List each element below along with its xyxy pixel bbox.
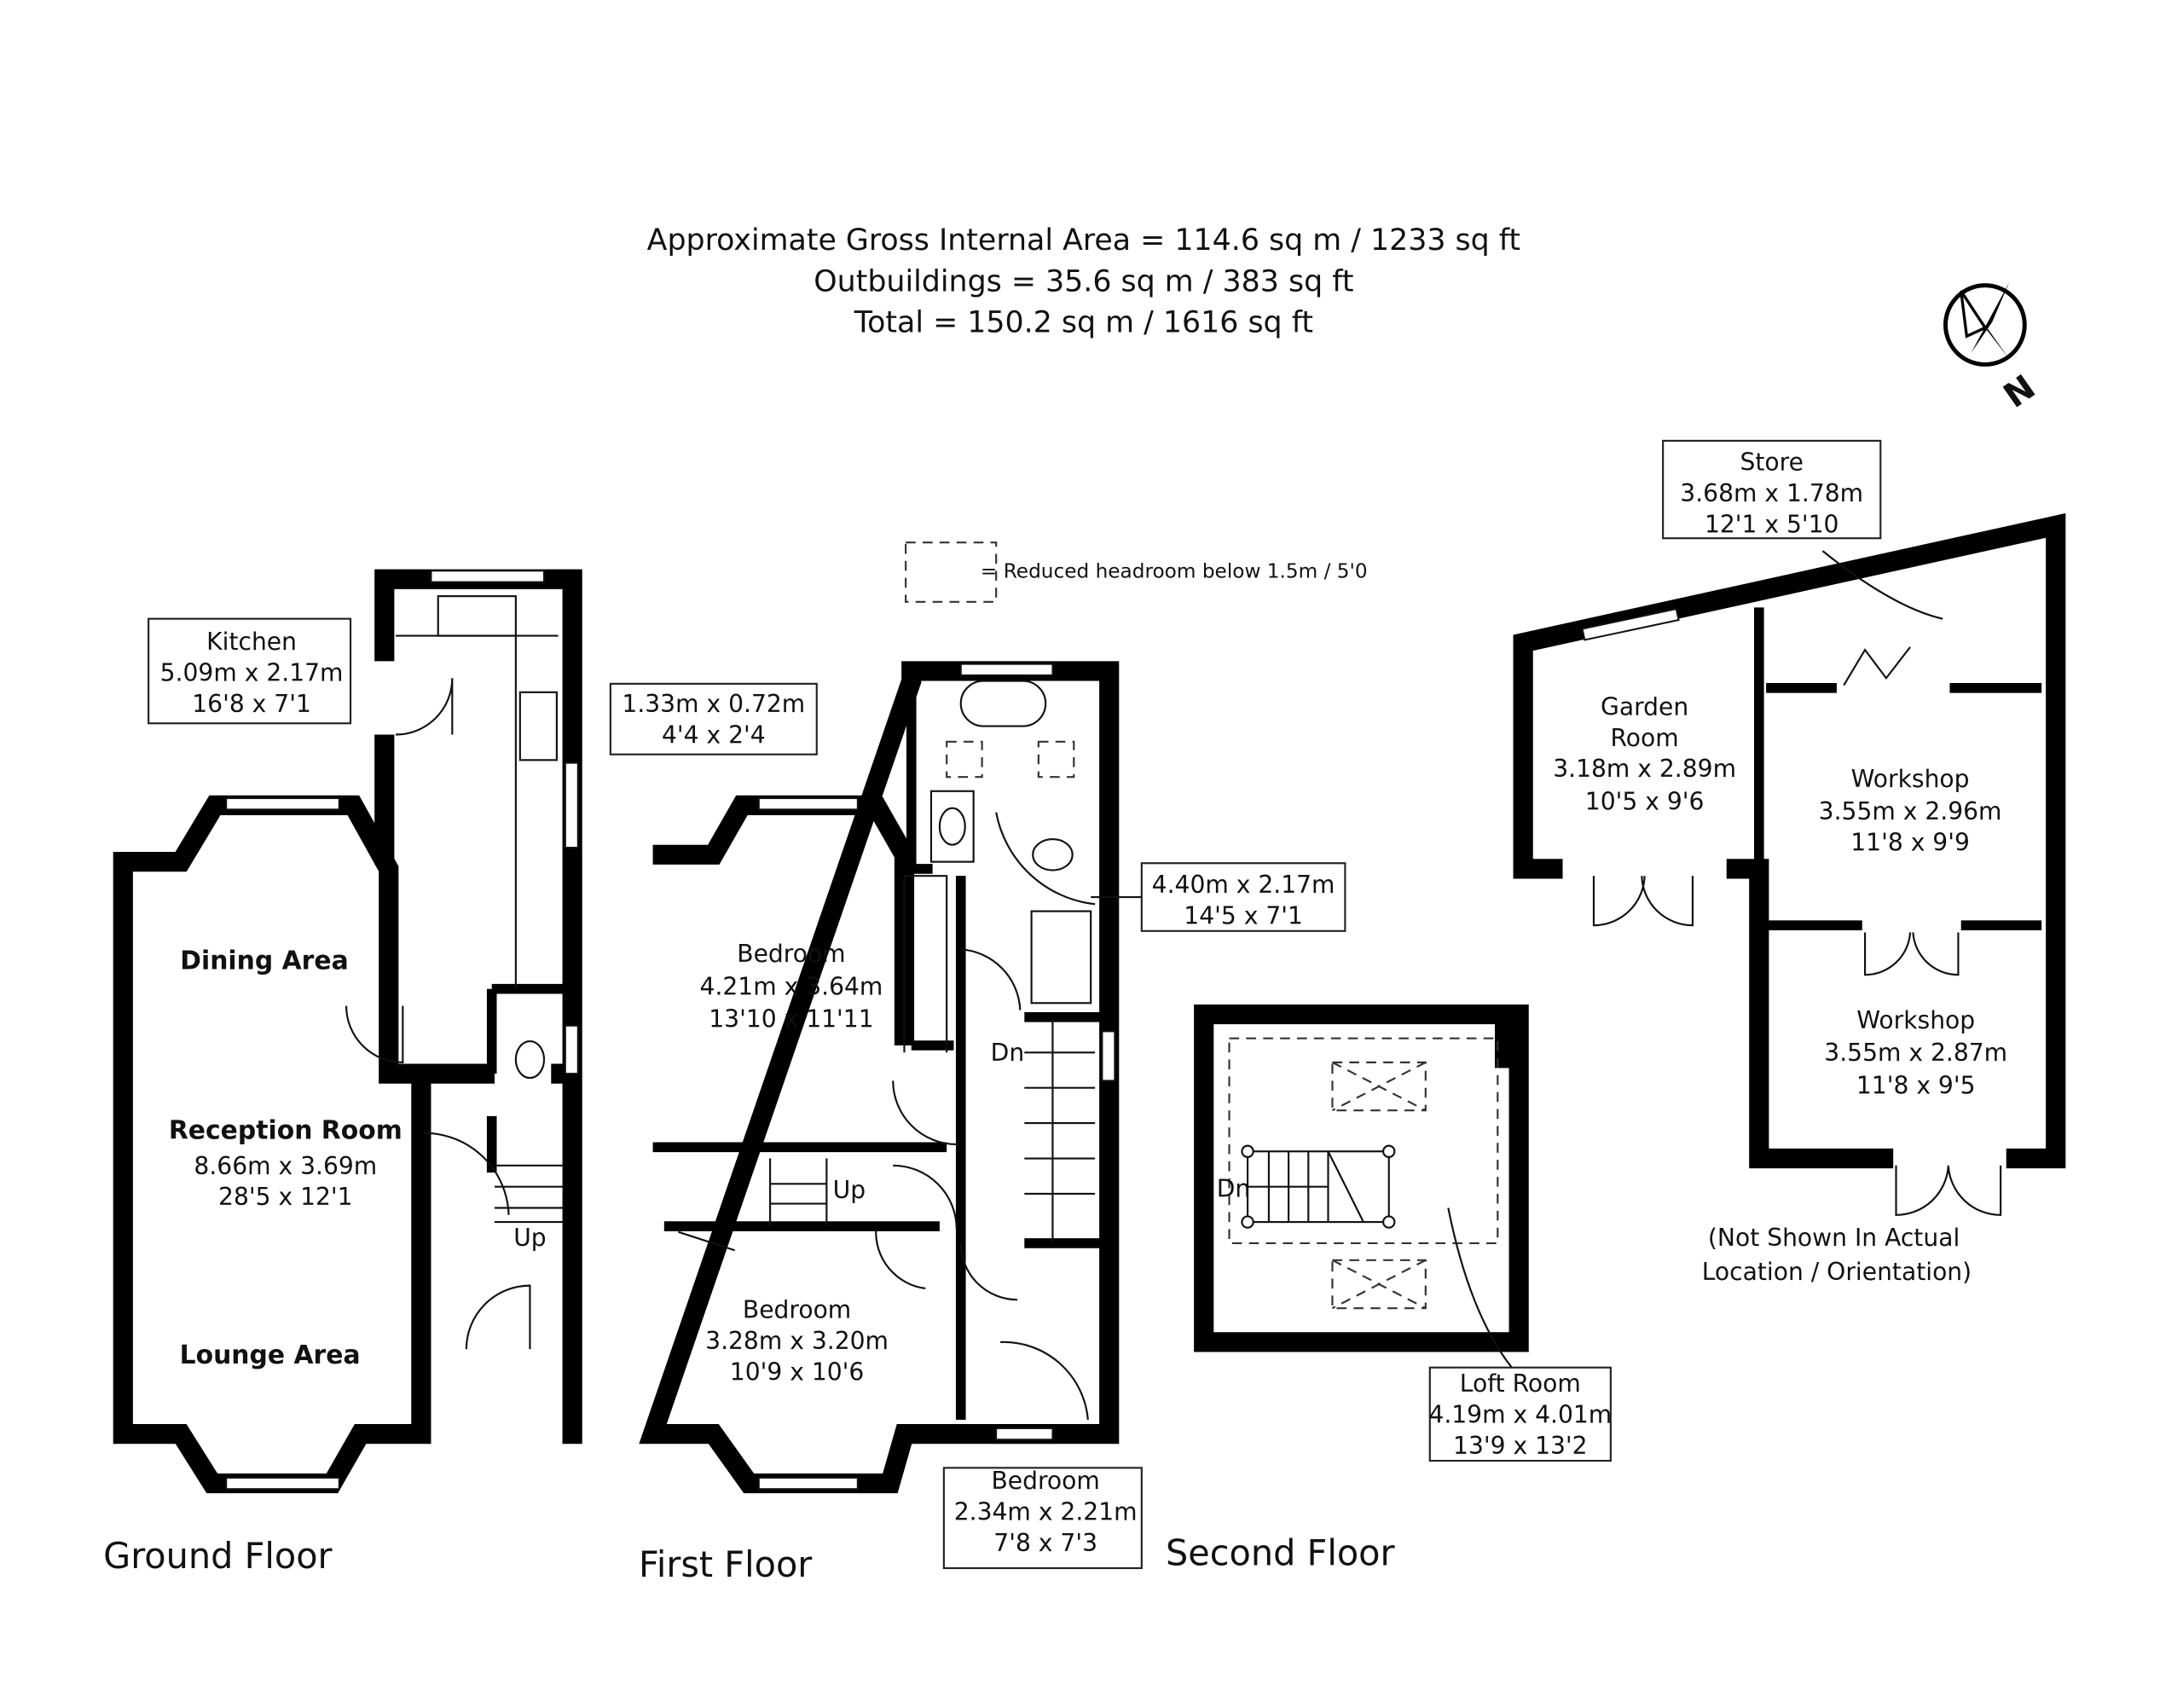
bathroom-imperial: 14'5 x 7'1 bbox=[1184, 902, 1303, 930]
second-stairs-down: Dn bbox=[1217, 1174, 1251, 1202]
landing-label-box bbox=[609, 682, 818, 756]
bathroom-metric: 4.40m x 2.17m bbox=[1152, 871, 1335, 899]
reception-room-metric: 8.66m x 3.69m bbox=[194, 1152, 377, 1180]
bedroom3-metric: 2.34m x 2.21m bbox=[954, 1498, 1138, 1526]
kitchen-name: Kitchen bbox=[206, 628, 297, 656]
second-floor: Dn Loft Room 4.19m x 4.01m 13'9 x 13'2 S… bbox=[1166, 1004, 1612, 1574]
bedroom3-imperial: 7'8 x 7'3 bbox=[993, 1529, 1097, 1557]
loft-room-imperial: 13'9 x 13'2 bbox=[1453, 1432, 1588, 1460]
store-imperial: 12'1 x 5'10 bbox=[1705, 511, 1839, 539]
north-label: N bbox=[1997, 368, 2043, 416]
workshop2-imperial: 11'8 x 9'5 bbox=[1856, 1071, 1976, 1099]
garden-room-name-line2: Room bbox=[1611, 724, 1679, 752]
bedroom1-metric: 4.21m x 3.64m bbox=[700, 972, 883, 1000]
reduced-headroom-swatch bbox=[905, 541, 998, 603]
bathroom-label-box bbox=[1140, 862, 1346, 932]
landing-metric: 1.33m x 0.72m bbox=[622, 690, 805, 718]
ground-floor: Kitchen 5.09m x 2.17m 16'8 x 7'1 Dining … bbox=[103, 569, 582, 1577]
legend-text: = Reduced headroom below 1.5m / 5'0 bbox=[981, 560, 1368, 583]
gross-area-text: Approximate Gross Internal Area = 114.6 … bbox=[647, 223, 1520, 258]
dining-area-label: Dining Area bbox=[180, 947, 348, 976]
workshop1-name: Workshop bbox=[1851, 765, 1970, 793]
kitchen-label-box bbox=[148, 617, 352, 725]
workshop2-metric: 3.55m x 2.87m bbox=[1824, 1039, 2007, 1067]
store-metric: 3.68m x 1.78m bbox=[1680, 479, 1863, 507]
kitchen-metric: 5.09m x 2.17m bbox=[160, 659, 344, 687]
second-floor-title: Second Floor bbox=[1166, 1533, 1396, 1574]
store-name: Store bbox=[1740, 449, 1804, 477]
kitchen-imperial: 16'8 x 7'1 bbox=[192, 690, 311, 718]
area-summary: Approximate Gross Internal Area = 114.6 … bbox=[647, 223, 1520, 339]
reception-room-imperial: 28'5 x 12'1 bbox=[218, 1183, 353, 1211]
north-arrow-icon: N bbox=[1943, 282, 2043, 416]
store-label-box bbox=[1662, 439, 1882, 540]
garden-room-metric: 3.18m x 2.89m bbox=[1553, 755, 1736, 783]
bedroom3-label-box bbox=[942, 1467, 1143, 1570]
loft-room-metric: 4.19m x 4.01m bbox=[1428, 1400, 1612, 1428]
bedroom1-name: Bedroom bbox=[737, 940, 845, 968]
landing-imperial: 4'4 x 2'4 bbox=[662, 721, 766, 749]
workshop1-imperial: 11'8 x 9'9 bbox=[1850, 828, 1970, 856]
first-stairs-up: Up bbox=[833, 1176, 866, 1204]
first-stairs-down: Dn bbox=[991, 1039, 1025, 1067]
bedroom2-metric: 3.28m x 3.20m bbox=[705, 1327, 889, 1355]
garden-room-imperial: 10'5 x 9'6 bbox=[1585, 787, 1705, 815]
bedroom3-name: Bedroom bbox=[991, 1467, 1099, 1495]
outbuildings-note-line1: (Not Shown In Actual bbox=[1708, 1224, 1960, 1252]
outbuildings: Store 3.68m x 1.78m 12'1 x 5'10 Garden R… bbox=[1513, 439, 2066, 1286]
bedroom1-imperial: 13'10 x 11'11 bbox=[709, 1005, 873, 1033]
reception-room-name: Reception Room bbox=[169, 1115, 402, 1145]
garden-room-name-line1: Garden bbox=[1601, 692, 1688, 721]
loft-label-box bbox=[1428, 1366, 1612, 1462]
ground-stairs-up: Up bbox=[513, 1224, 546, 1252]
outbuildings-area-text: Outbuildings = 35.6 sq m / 383 sq ft bbox=[814, 264, 1353, 298]
bedroom2-imperial: 10'9 x 10'6 bbox=[730, 1358, 865, 1387]
total-area-text: Total = 150.2 sq m / 1616 sq ft bbox=[854, 305, 1313, 339]
loft-room-name: Loft Room bbox=[1460, 1369, 1581, 1398]
workshop2-name: Workshop bbox=[1856, 1006, 1975, 1034]
outbuildings-note-line2: Location / Orientation) bbox=[1702, 1258, 1972, 1286]
first-floor: 1.33m x 0.72m 4'4 x 2'4 Bedroom 4.21m x … bbox=[609, 661, 1346, 1585]
first-floor-title: First Floor bbox=[639, 1544, 813, 1585]
lounge-area-label: Lounge Area bbox=[180, 1340, 361, 1370]
headroom-legend: = Reduced headroom below 1.5m / 5'0 bbox=[905, 541, 1368, 603]
ground-floor-title: Ground Floor bbox=[103, 1536, 333, 1577]
workshop1-metric: 3.55m x 2.96m bbox=[1819, 797, 2002, 825]
bedroom2-name: Bedroom bbox=[743, 1296, 851, 1324]
